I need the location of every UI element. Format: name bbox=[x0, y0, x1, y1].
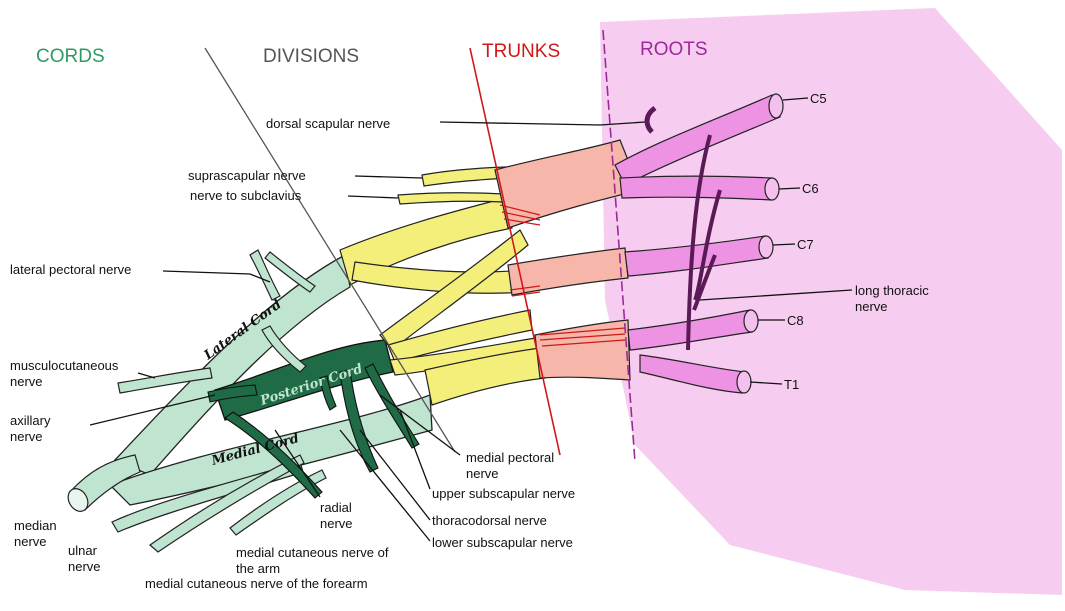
label-ulnar-1: ulnar bbox=[68, 543, 98, 558]
label-med-cut-arm-1: medial cutaneous nerve of bbox=[236, 545, 389, 560]
label-suprascapular: suprascapular nerve bbox=[188, 168, 306, 183]
label-axillary-1: axillary bbox=[10, 413, 51, 428]
label-medial-pectoral-1: medial pectoral bbox=[466, 450, 554, 465]
header-divisions: DIVISIONS bbox=[263, 46, 359, 67]
root-label-c6: C6 bbox=[802, 181, 819, 196]
label-lateral-pectoral: lateral pectoral nerve bbox=[10, 262, 131, 277]
label-median-2: nerve bbox=[14, 534, 47, 549]
label-med-cut-forearm: medial cutaneous nerve of the forearm bbox=[145, 576, 368, 591]
roots-region bbox=[600, 8, 1062, 595]
label-long-thoracic-2: nerve bbox=[855, 299, 888, 314]
label-axillary-2: nerve bbox=[10, 429, 43, 444]
header-trunks: TRUNKS bbox=[482, 41, 560, 62]
label-dorsal-scapular: dorsal scapular nerve bbox=[266, 116, 390, 131]
label-musculocutaneous-1: musculocutaneous bbox=[10, 358, 119, 373]
label-thoracodorsal: thoracodorsal nerve bbox=[432, 513, 547, 528]
label-lower-subscapular: lower subscapular nerve bbox=[432, 535, 573, 550]
root-label-t1: T1 bbox=[784, 377, 799, 392]
label-ulnar-2: nerve bbox=[68, 559, 101, 574]
header-cords: CORDS bbox=[36, 46, 105, 67]
label-radial-2: nerve bbox=[320, 516, 353, 531]
label-musculocutaneous-2: nerve bbox=[10, 374, 43, 389]
label-long-thoracic-1: long thoracic bbox=[855, 283, 929, 298]
label-upper-subscapular: upper subscapular nerve bbox=[432, 486, 575, 501]
divider-divisions-trunks bbox=[470, 48, 560, 455]
root-label-c7: C7 bbox=[797, 237, 814, 252]
label-radial-1: radial bbox=[320, 500, 352, 515]
label-median-1: median bbox=[14, 518, 57, 533]
label-med-cut-arm-2: the arm bbox=[236, 561, 280, 576]
label-subclavius: nerve to subclavius bbox=[190, 188, 302, 203]
root-label-c5: C5 bbox=[810, 91, 827, 106]
label-medial-pectoral-2: nerve bbox=[466, 466, 499, 481]
header-roots: ROOTS bbox=[640, 39, 708, 60]
root-label-c8: C8 bbox=[787, 313, 804, 328]
